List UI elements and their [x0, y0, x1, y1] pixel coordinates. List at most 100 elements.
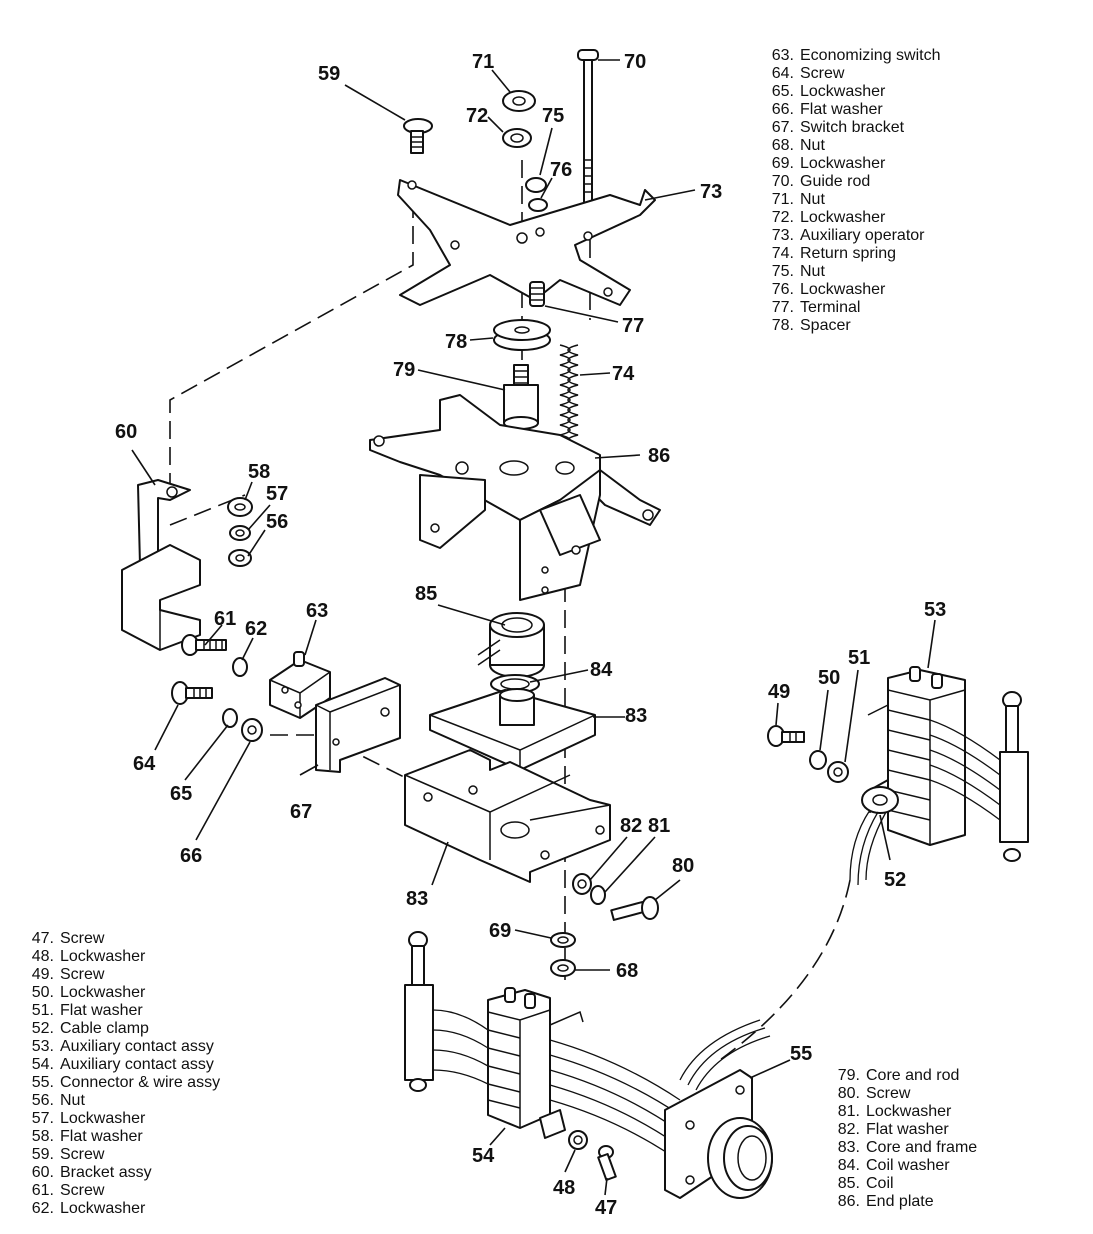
- callout-52: 52: [884, 869, 906, 891]
- legend-item-number: 54.: [31, 1056, 54, 1073]
- callout-labels: 59 71 70 72 75 76 73 77 78 79 74 60 86 5…: [115, 51, 946, 1219]
- legend-item-label: Terminal: [800, 299, 861, 316]
- legend-item-number: 47.: [31, 930, 54, 947]
- legend-item-number: 66.: [771, 101, 794, 118]
- legend-item: 56. Nut: [20, 1092, 220, 1110]
- legend-item-number: 65.: [771, 83, 794, 100]
- legend-item: 66. Flat washer: [760, 101, 941, 119]
- flat-washer-66-part: [241, 718, 263, 742]
- callout-83: 83: [625, 705, 647, 727]
- legend-item-number: 56.: [31, 1092, 54, 1109]
- callout-67: 67: [290, 801, 312, 823]
- legend-item: 77.Terminal: [760, 299, 941, 317]
- legend-item-label: Lockwasher: [60, 1110, 146, 1127]
- callout-63: 63: [306, 600, 328, 622]
- callout-48: 48: [553, 1177, 575, 1199]
- legend-item-number: 58.: [31, 1128, 54, 1145]
- legend-item-number: 49.: [31, 966, 54, 983]
- legend-item: 59.Screw: [20, 1146, 220, 1164]
- legend-item-number: 82.: [837, 1121, 860, 1138]
- legend-item: 51.Flat washer: [20, 1002, 220, 1020]
- legend-item-label: Screw: [60, 966, 105, 983]
- legend-item-number: 85.: [837, 1175, 860, 1192]
- callout-79: 79: [393, 359, 415, 381]
- legend-item: 64.Screw: [760, 65, 941, 83]
- legend-item: 47.Screw: [20, 930, 220, 948]
- auxiliary-operator-73-part: [397, 179, 656, 306]
- legend-item-label: Lockwasher: [800, 83, 886, 100]
- legend-item-number: 83.: [837, 1139, 860, 1156]
- legend-item: 67.Switch bracket: [760, 119, 941, 137]
- legend-item-label: Flat washer: [60, 1002, 143, 1019]
- legend-item-number: 76.: [771, 281, 794, 298]
- legend-item: 81.Lockwasher: [826, 1103, 977, 1121]
- legend-item-label: Return spring: [800, 245, 897, 262]
- legend-item: 48. Lockwasher: [20, 948, 220, 966]
- spacer-78-part: [493, 319, 551, 351]
- legend-item-label: Coil washer: [866, 1157, 950, 1174]
- nut-75-part: [525, 177, 548, 212]
- legend-item-number: 73.: [771, 227, 794, 244]
- legend-item: 60. Bracket assy: [20, 1164, 220, 1182]
- callout-62: 62: [245, 618, 267, 640]
- legend-item: 76.Lockwasher: [760, 281, 941, 299]
- legend-item: 61. Screw: [20, 1182, 220, 1200]
- core-plate-83-part: [429, 688, 596, 771]
- callout-60: 60: [115, 421, 137, 443]
- legend-item-number: 81.: [837, 1103, 860, 1120]
- legend-item-number: 69.: [771, 155, 794, 172]
- legend-item-label: Connector & wire assy: [60, 1074, 221, 1091]
- lockwasher-62-part: [232, 657, 248, 677]
- legend-item: 73. Auxiliary operator: [760, 227, 941, 245]
- legend-item-number: 79.: [837, 1067, 860, 1084]
- legend-item-number: 48.: [31, 948, 54, 965]
- core-frame-83-part: [404, 749, 611, 883]
- callout-58: 58: [248, 461, 270, 483]
- legend-item: 74. Return spring: [760, 245, 941, 263]
- legend-item: 78.Spacer: [760, 317, 941, 335]
- legend-item-label: Nut: [800, 191, 825, 208]
- callout-66: 66: [180, 845, 202, 867]
- callout-82: 82: [620, 815, 642, 837]
- callout-64: 64: [133, 753, 156, 775]
- nut-56-part: [228, 549, 252, 567]
- legend-item-label: Lockwasher: [800, 155, 886, 172]
- lockwasher-50-part: [809, 750, 827, 770]
- legend-item: 58. Flat washer: [20, 1128, 220, 1146]
- legend-item: 53.Auxiliary contact assy: [20, 1038, 220, 1056]
- flat-washer-82-part: [572, 873, 592, 895]
- callout-70: 70: [624, 51, 646, 73]
- screw-47-part: [597, 1145, 617, 1181]
- legend-item-label: Nut: [60, 1092, 85, 1109]
- terminal-77-part: [529, 281, 545, 307]
- legend-item-number: 61.: [31, 1182, 54, 1199]
- callout-68: 68: [616, 960, 638, 982]
- legend-item-label: Lockwasher: [60, 948, 146, 965]
- legend-item-number: 60.: [31, 1164, 54, 1181]
- legend-item-label: Bracket assy: [60, 1164, 152, 1181]
- lockwasher-57-part: [229, 525, 251, 541]
- legend-item-label: Screw: [60, 1182, 105, 1199]
- callout-50: 50: [818, 667, 840, 689]
- nut-68-part: [550, 959, 576, 977]
- legend-item-number: 80.: [837, 1085, 860, 1102]
- legend-item-label: Auxiliary operator: [800, 227, 925, 244]
- legend-item-number: 68.: [771, 137, 794, 154]
- auxiliary-contact-assy-54-part: [404, 931, 584, 1139]
- legend-item-label: Flat washer: [60, 1128, 143, 1145]
- legend-item-number: 62.: [31, 1200, 54, 1217]
- legend-item-number: 63.: [771, 47, 794, 64]
- callout-49: 49: [768, 681, 790, 703]
- legend-item-number: 84.: [837, 1157, 860, 1174]
- legend-item-number: 74.: [771, 245, 794, 262]
- legend-item-label: Flat washer: [800, 101, 883, 118]
- legend-item: 52.Cable clamp: [20, 1020, 220, 1038]
- callout-69: 69: [489, 920, 511, 942]
- switch-bracket-67-part: [315, 677, 401, 773]
- legend-item: 84. Coil washer: [826, 1157, 977, 1175]
- leader-lines: [131, 59, 936, 1196]
- callout-56: 56: [266, 511, 288, 533]
- lockwasher-69-part: [550, 932, 576, 948]
